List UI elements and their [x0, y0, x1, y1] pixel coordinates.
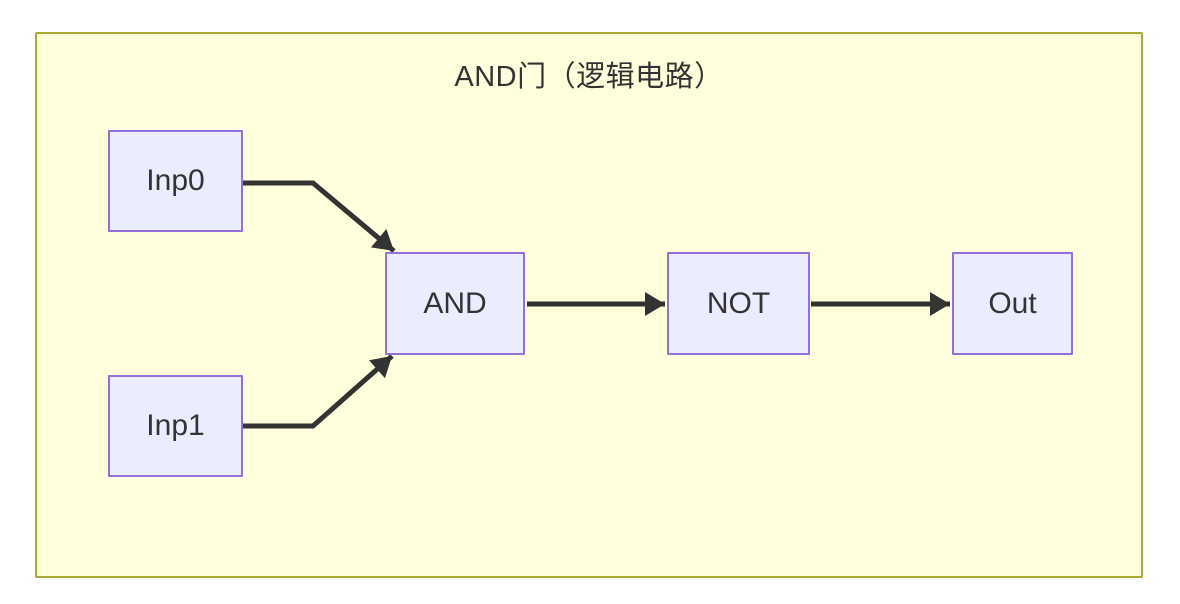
node-inp1: Inp1: [108, 375, 243, 477]
node-inp0: Inp0: [108, 130, 243, 232]
node-out: Out: [952, 252, 1073, 355]
node-inp0-label: Inp0: [146, 164, 205, 197]
node-and-label: AND: [423, 286, 487, 320]
node-and: AND: [385, 252, 525, 355]
diagram-title: AND门（逻辑电路）: [454, 61, 724, 93]
node-inp1-label: Inp1: [146, 409, 205, 442]
node-out-label: Out: [988, 286, 1037, 320]
node-not-label: NOT: [706, 286, 771, 320]
node-not: NOT: [667, 252, 810, 355]
